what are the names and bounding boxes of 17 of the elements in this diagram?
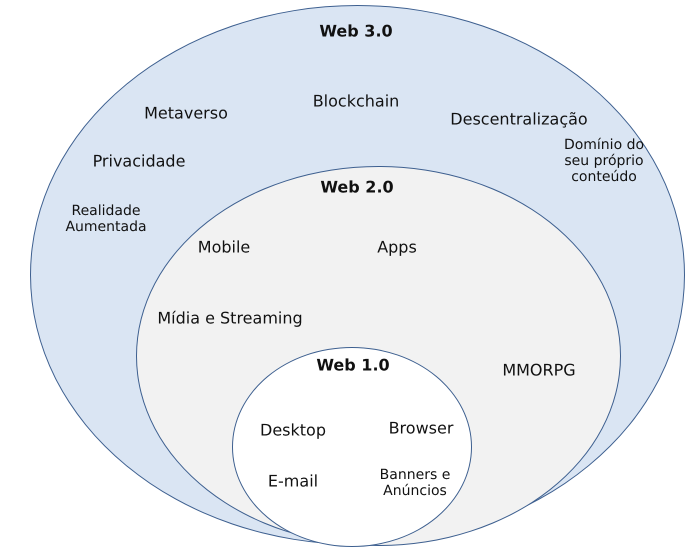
- topic-label: Privacidade: [92, 152, 186, 170]
- era-heading: Web 1.0: [316, 356, 390, 374]
- topic-label: Mobile: [198, 238, 250, 256]
- topic-label: MMORPG: [502, 360, 576, 380]
- topic-label: Descentralização: [450, 110, 588, 128]
- topic-label: E-mail: [268, 472, 318, 490]
- topic-label: Browser: [388, 418, 454, 438]
- topic-label: Banners e Anúncios: [378, 467, 452, 499]
- topic-label: Blockchain: [312, 92, 400, 110]
- era-heading: Web 3.0: [319, 22, 393, 40]
- topic-label: Desktop: [260, 420, 326, 440]
- topic-label: Domínio do seu próprio conteúdo: [562, 137, 646, 185]
- topic-label: Metaverso: [144, 104, 228, 122]
- topic-label: Mídia e Streaming: [157, 308, 303, 328]
- topic-label: Realidade Aumentada: [64, 203, 148, 235]
- topic-label: Apps: [377, 238, 417, 256]
- era-heading: Web 2.0: [320, 178, 394, 196]
